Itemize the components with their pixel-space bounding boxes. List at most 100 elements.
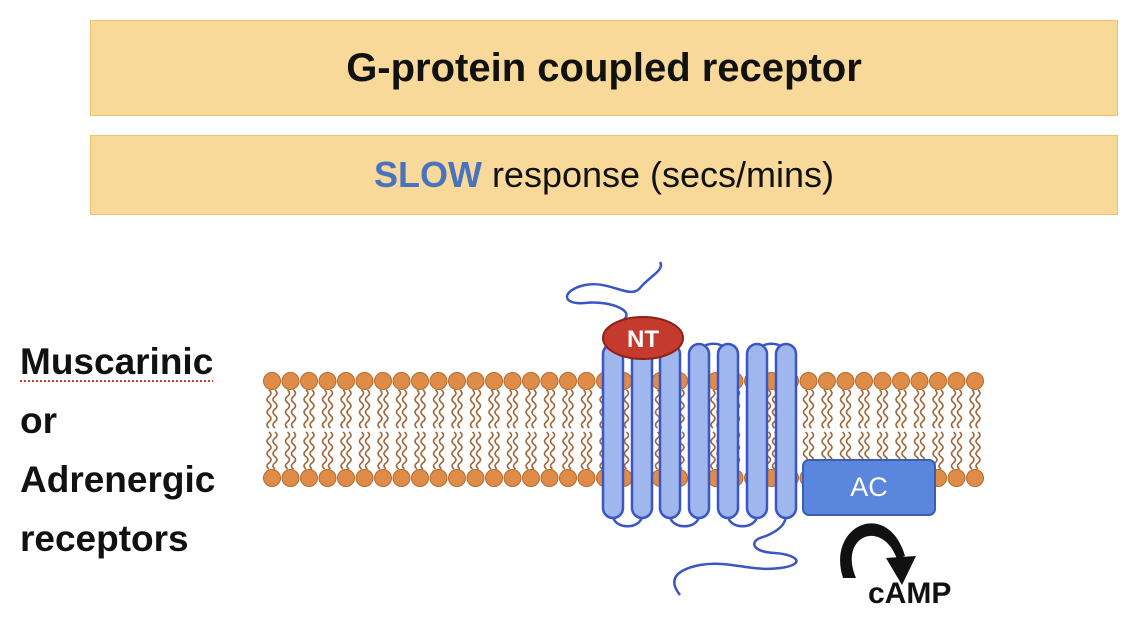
- lipid-tail: [364, 431, 371, 470]
- lipid-head: [855, 372, 873, 390]
- lipid-tail: [876, 389, 883, 429]
- lipid-head: [448, 469, 466, 487]
- lipid-tail: [580, 431, 587, 470]
- lipid-head: [503, 372, 522, 390]
- lipid-tail: [654, 431, 661, 470]
- lipid-tail: [346, 389, 352, 429]
- lipid-head: [540, 469, 559, 487]
- lipid-tail: [266, 431, 272, 470]
- lipid-tail: [451, 431, 457, 470]
- lipid-head: [411, 469, 429, 487]
- helix-5: [716, 342, 740, 520]
- lipid-tail: [845, 389, 852, 429]
- lipid-tail: [358, 389, 365, 429]
- lipid-tail: [771, 389, 778, 429]
- lipid-tail: [679, 431, 685, 470]
- lipid-tail: [771, 431, 778, 470]
- lipid-tail: [272, 389, 278, 429]
- lipid-tail: [457, 389, 463, 429]
- helix-2: [630, 342, 654, 520]
- lipid-tail: [562, 389, 568, 429]
- lipid-tail: [950, 389, 957, 429]
- lipid-tail: [327, 389, 334, 429]
- subtitle: SLOW response (secs/mins): [374, 154, 834, 196]
- label-receptors: receptors: [20, 518, 189, 559]
- lipid-head: [263, 469, 281, 487]
- subtitle-rest: response (secs/mins): [481, 154, 835, 195]
- lipid-tail: [290, 389, 297, 429]
- lipid-tail: [568, 389, 574, 429]
- lipid-head: [263, 372, 281, 390]
- lipid-tail: [525, 431, 531, 470]
- label-or: or: [20, 400, 57, 441]
- lipid-head: [374, 469, 392, 487]
- lipid-head: [966, 469, 984, 487]
- lipid-tail: [377, 389, 383, 429]
- lipid-tail: [975, 431, 981, 470]
- lipid-tail: [543, 389, 550, 429]
- lipid-tail: [475, 431, 482, 470]
- lipid-tail: [654, 389, 661, 429]
- lipid-tail: [383, 389, 389, 429]
- lipid-head: [337, 469, 355, 487]
- lipid-tail: [438, 389, 445, 429]
- lipid-tail: [469, 431, 476, 470]
- lipid-tail: [512, 431, 519, 470]
- lipid-head: [355, 469, 374, 487]
- lipid-tail: [401, 431, 408, 470]
- lipid-tail: [506, 389, 513, 429]
- lipid-head: [374, 372, 392, 390]
- c-terminus-tail: [673, 514, 798, 596]
- camp-label: cAMP: [868, 577, 951, 610]
- lipid-tail: [469, 389, 476, 429]
- lipid-tail: [975, 389, 981, 429]
- helix-1: [601, 342, 625, 520]
- lipid-head: [522, 372, 540, 390]
- lipid-head: [485, 469, 503, 487]
- lipid-tail: [414, 389, 420, 429]
- lipid-head: [540, 372, 559, 390]
- lipid-tail: [586, 389, 593, 429]
- lipid-head: [300, 469, 318, 487]
- lipid-heads: [263, 372, 984, 487]
- lipid-tail: [580, 389, 587, 429]
- lipid-head: [318, 372, 337, 390]
- lipid-tail: [568, 431, 574, 470]
- lipid-tail: [346, 431, 352, 470]
- lipid-tail: [327, 431, 334, 470]
- lipid-tail: [284, 389, 291, 429]
- lipid-tail: [401, 389, 408, 429]
- lipid-head: [466, 469, 485, 487]
- lipid-tail: [919, 389, 926, 429]
- lipid-tail: [377, 431, 383, 470]
- lipid-head: [559, 469, 577, 487]
- lipid-tail: [512, 389, 519, 429]
- lipid-tail: [488, 389, 494, 429]
- lipid-tail: [309, 431, 315, 470]
- lipid-tail: [290, 431, 297, 470]
- lipid-tail: [475, 389, 482, 429]
- lipid-tail: [451, 389, 457, 429]
- lipid-tail: [321, 389, 328, 429]
- lipid-tail: [932, 389, 938, 429]
- lipid-tail: [432, 389, 439, 429]
- lipid-head: [392, 372, 411, 390]
- lipid-tail: [586, 431, 593, 470]
- lipid-tail: [488, 431, 494, 470]
- lipid-head: [281, 372, 300, 390]
- lipid-tail: [913, 389, 920, 429]
- lipid-tail: [395, 431, 402, 470]
- lipid-tail: [623, 389, 630, 429]
- lipid-tail: [420, 431, 426, 470]
- conversion-arrow-icon: [840, 523, 916, 585]
- page-title: G-protein coupled receptor: [346, 45, 862, 90]
- lipid-tail: [340, 389, 346, 429]
- helix-4: [687, 342, 711, 520]
- lipid-tail: [679, 389, 685, 429]
- lipid-head: [411, 372, 429, 390]
- lipid-tail: [358, 431, 365, 470]
- lipid-head: [448, 372, 466, 390]
- lipid-head: [929, 372, 947, 390]
- lipid-tail: [623, 431, 630, 470]
